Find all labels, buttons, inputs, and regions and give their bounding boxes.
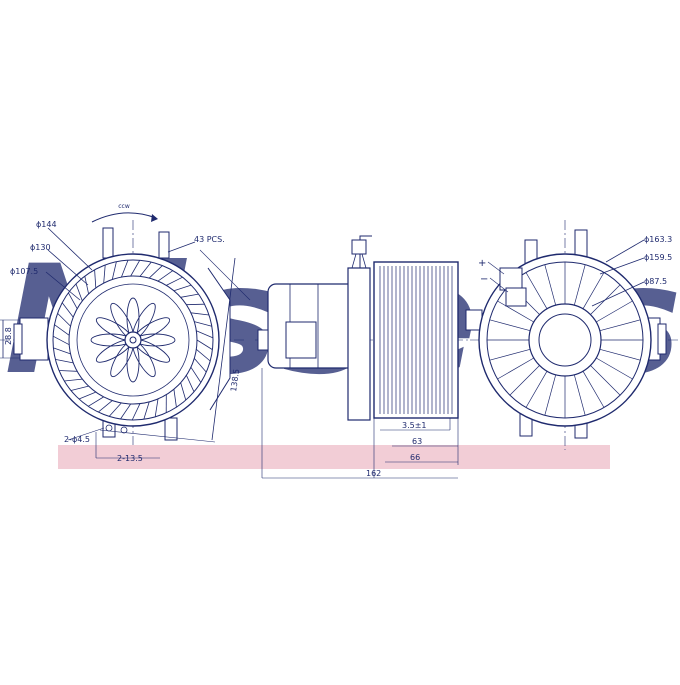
terminal-plus: + (478, 258, 486, 269)
dim-3-5: 3.5±1 (402, 421, 427, 430)
holes-label-2: 2-13.5 (117, 454, 143, 463)
dim-dia-87-5: ϕ87.5 (644, 277, 667, 286)
dim-66: 66 (410, 453, 420, 462)
blade-count-label: 43 PCS. (194, 235, 225, 244)
rotation-label: ccw (118, 203, 130, 210)
drawing-stroke (186, 304, 204, 305)
holes-label-1: 2-ϕ4.5 (64, 435, 90, 444)
dim-dia-107-5: ϕ107.5 (10, 267, 38, 276)
dim-dia-130: ϕ130 (30, 243, 51, 252)
dim-dia-163-3: ϕ163.3 (644, 235, 672, 244)
terminal-minus: − (480, 274, 488, 285)
dim-28-8: 28.8 (4, 327, 13, 345)
dim-63: 63 (412, 437, 422, 446)
dim-dia-144: ϕ144 (36, 220, 57, 229)
dim-162: 162 (366, 469, 381, 478)
dim-dia-159-5: ϕ159.5 (644, 253, 672, 262)
